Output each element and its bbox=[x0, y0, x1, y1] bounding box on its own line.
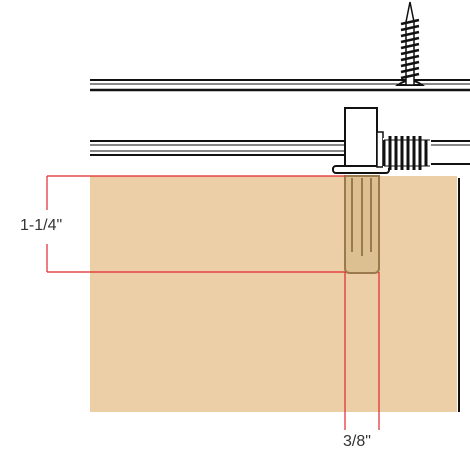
width-dimension-label: 3/8" bbox=[343, 433, 371, 450]
spring-coil-icon bbox=[382, 136, 431, 170]
dimension-width bbox=[344, 272, 380, 430]
lower-track bbox=[90, 140, 470, 165]
dimension-height bbox=[46, 175, 345, 273]
wood-panel bbox=[90, 176, 457, 412]
height-dimension-label: 1-1/4" bbox=[20, 217, 63, 234]
dowel-pin bbox=[344, 175, 380, 274]
wood-screw-icon bbox=[394, 1, 426, 86]
